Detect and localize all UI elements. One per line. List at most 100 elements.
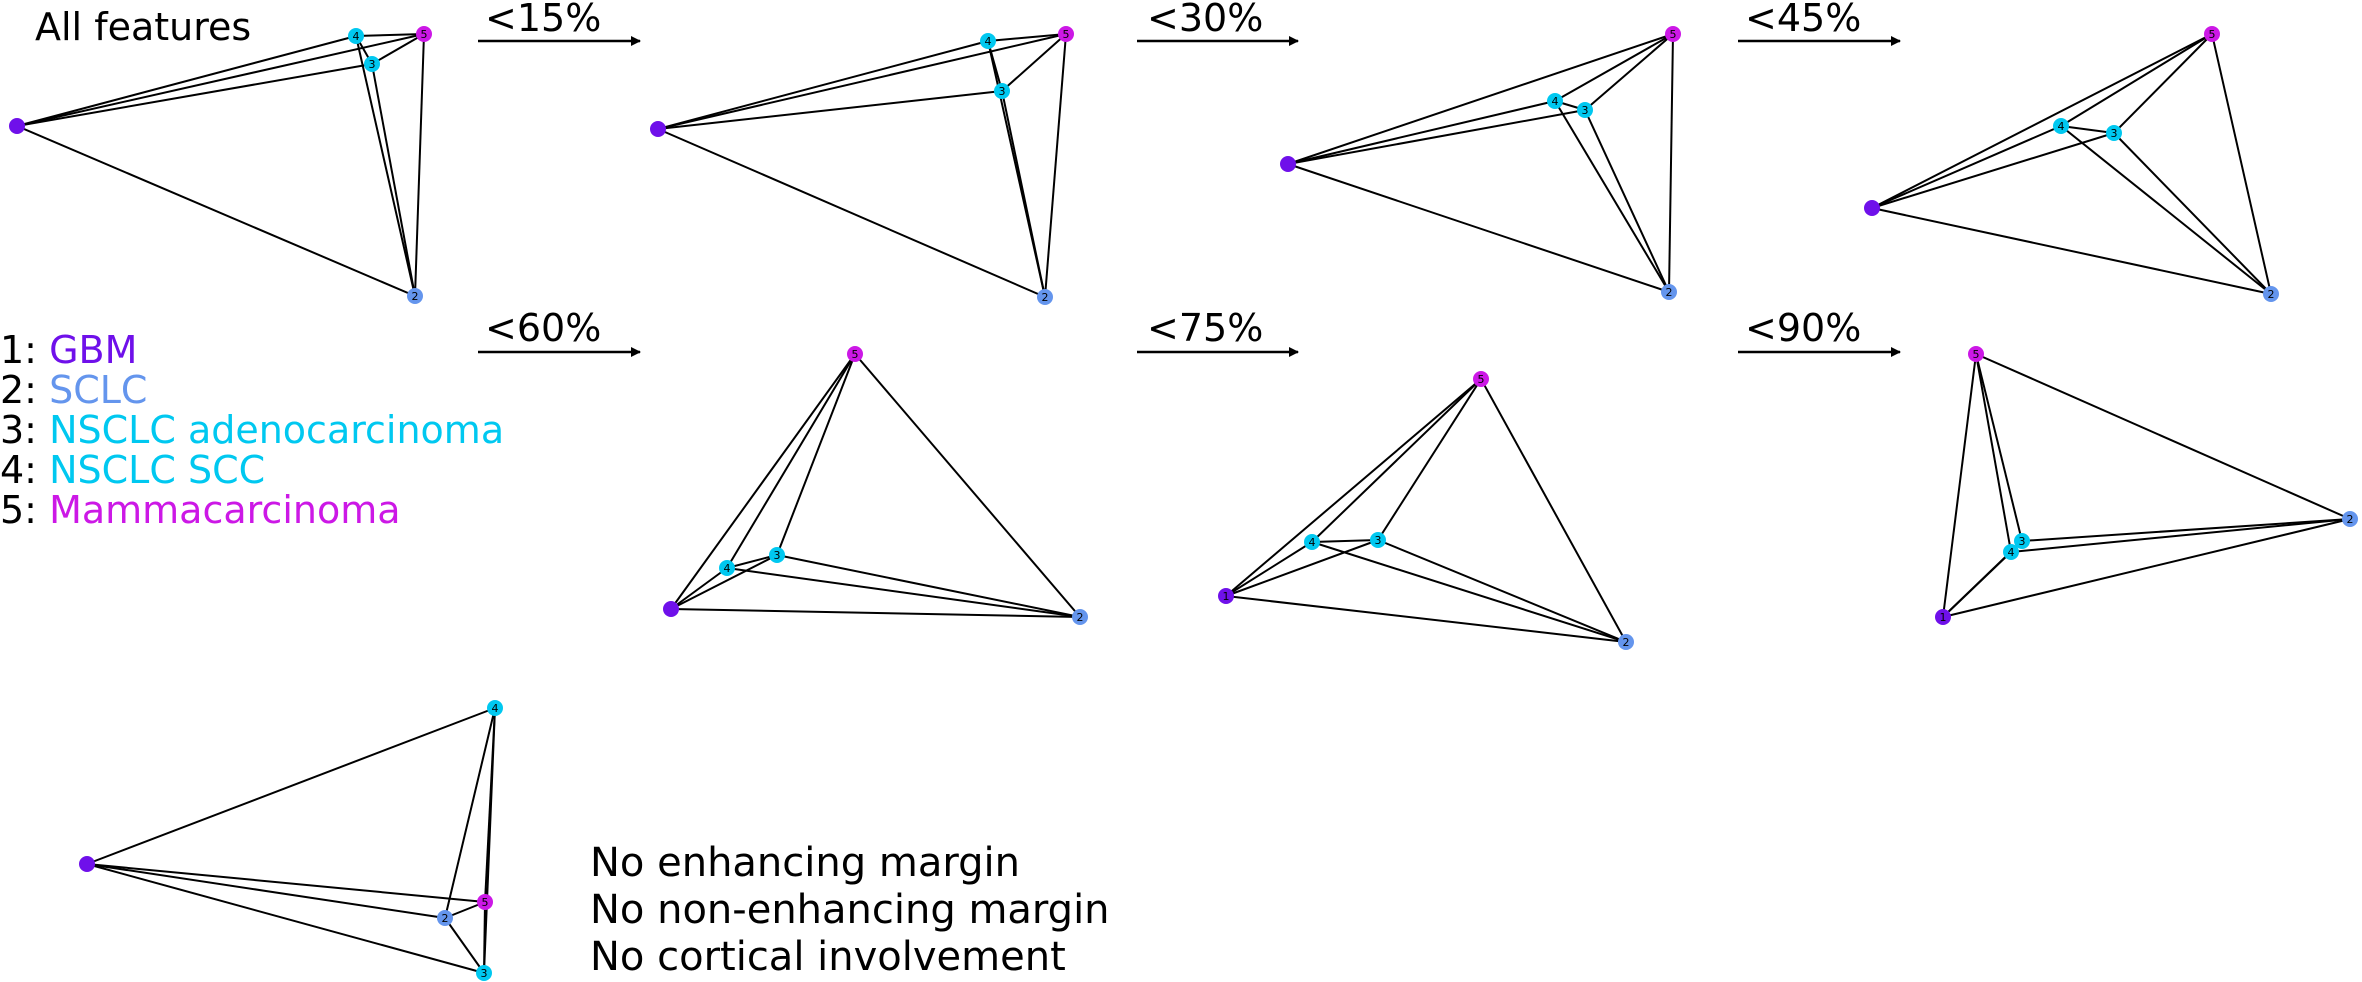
node-circle xyxy=(1072,609,1088,625)
node-nsclc-adenocarcinoma: 3 xyxy=(769,547,785,563)
node-circle xyxy=(1218,588,1234,604)
edge-1-3 xyxy=(657,90,1003,130)
network-panel-6: <75% 1 2 3 4 5 xyxy=(1137,306,1634,650)
legend-number: 5: xyxy=(0,488,37,532)
edge-2-5 xyxy=(1668,33,1674,293)
node-label: 4 xyxy=(1552,95,1559,108)
edge-1-5 xyxy=(1225,378,1482,597)
node-circle xyxy=(9,118,25,134)
edge-1-2 xyxy=(16,125,416,297)
node-circle xyxy=(2263,286,2279,302)
edge-1-5 xyxy=(657,33,1067,130)
node-gbm xyxy=(650,121,666,137)
node-mammacarcinoma: 5 xyxy=(1473,371,1489,387)
node-gbm xyxy=(9,118,25,134)
edge-2-3 xyxy=(371,63,416,297)
node-gbm xyxy=(1864,200,1880,216)
edge-3-4 xyxy=(1311,539,1379,543)
node-sclc: 2 xyxy=(2342,511,2358,527)
edge-1-3 xyxy=(16,63,373,127)
node-circle xyxy=(437,910,453,926)
node-circle xyxy=(650,121,666,137)
edge-3-4 xyxy=(2060,125,2115,134)
edge-1-2 xyxy=(1287,163,1670,293)
node-circle xyxy=(1547,93,1563,109)
legend-entry-3: 3: NSCLC adenocarcinoma xyxy=(0,410,504,450)
note-no-non-enhancing-margin: No non-enhancing margin xyxy=(590,887,1110,933)
edge-1-2 xyxy=(657,128,1046,298)
node-circle xyxy=(1037,289,1053,305)
legend-entry-5: 5: Mammacarcinoma xyxy=(0,490,504,530)
node-sclc: 2 xyxy=(407,288,423,304)
node-label: 1 xyxy=(1940,611,1947,624)
node-label: 5 xyxy=(1670,28,1677,41)
node-nsclc-adenocarcinoma: 3 xyxy=(476,965,492,981)
node-circle xyxy=(1304,534,1320,550)
node-circle xyxy=(1665,26,1681,42)
notes: No enhancing margin No non-enhancing mar… xyxy=(590,840,1110,981)
node-label: 2 xyxy=(442,912,449,925)
node-nsclc-adenocarcinoma: 3 xyxy=(2106,125,2122,141)
panel-label: All features xyxy=(35,5,251,49)
node-nsclc-adenocarcinoma: 3 xyxy=(2014,533,2030,549)
node-label: 3 xyxy=(2019,535,2026,548)
legend-label-sclc: SCLC xyxy=(49,368,148,412)
edge-2-5 xyxy=(1044,33,1067,298)
node-mammacarcinoma: 5 xyxy=(477,894,493,910)
node-label: 4 xyxy=(1309,536,1316,549)
edge-1-5 xyxy=(1287,33,1674,165)
node-circle xyxy=(2003,544,2019,560)
edge-2-5 xyxy=(854,353,1081,618)
edge-3-4 xyxy=(726,554,778,569)
node-label: 2 xyxy=(412,290,419,303)
edge-2-4 xyxy=(444,707,496,919)
edge-2-4 xyxy=(726,567,1081,618)
edge-1-5 xyxy=(1871,33,2213,209)
node-circle xyxy=(1661,284,1677,300)
node-label: 1 xyxy=(1223,590,1230,603)
panel-label: <45% xyxy=(1745,0,1861,40)
node-circle xyxy=(1618,634,1634,650)
node-circle xyxy=(2053,118,2069,134)
node-circle xyxy=(2106,125,2122,141)
legend-number: 2: xyxy=(0,368,37,412)
edge-1-4 xyxy=(657,40,989,130)
edge-2-5 xyxy=(1480,378,1627,643)
legend-number: 4: xyxy=(0,448,37,492)
node-label: 2 xyxy=(1623,636,1630,649)
edge-4-5 xyxy=(987,33,1067,42)
node-label: 3 xyxy=(1375,534,1382,547)
panel-label: <75% xyxy=(1147,306,1263,350)
node-circle xyxy=(1370,532,1386,548)
node-label: 2 xyxy=(2268,288,2275,301)
node-circle xyxy=(663,601,679,617)
node-label: 2 xyxy=(1666,286,1673,299)
node-circle xyxy=(719,560,735,576)
panel-label: <60% xyxy=(485,306,601,350)
edge-4-5 xyxy=(484,707,496,903)
edge-1-5 xyxy=(670,353,856,610)
edge-2-3 xyxy=(1377,539,1627,643)
node-sclc: 2 xyxy=(1072,609,1088,625)
node-nsclc-scc: 4 xyxy=(348,28,364,44)
node-nsclc-adenocarcinoma: 3 xyxy=(364,56,380,72)
legend-label-nsclc-adenocarcinoma: NSCLC adenocarcinoma xyxy=(49,408,505,452)
node-label: 5 xyxy=(2209,28,2216,41)
node-mammacarcinoma: 5 xyxy=(847,346,863,362)
node-nsclc-scc: 4 xyxy=(1304,534,1320,550)
node-label: 3 xyxy=(2111,127,2118,140)
edge-3-5 xyxy=(1584,33,1674,111)
node-sclc: 2 xyxy=(437,910,453,926)
edge-3-5 xyxy=(2113,33,2213,134)
node-sclc: 2 xyxy=(1037,289,1053,305)
legend-entry-1: 1: GBM xyxy=(0,330,504,370)
network-panel-4: <45% 2 3 4 5 xyxy=(1738,0,2279,302)
edge-3-5 xyxy=(1975,353,2023,542)
node-label: 4 xyxy=(2058,120,2065,133)
node-label: 5 xyxy=(1063,28,1070,41)
edge-3-5 xyxy=(1001,33,1067,92)
node-label: 4 xyxy=(492,702,499,715)
edge-3-5 xyxy=(1377,378,1482,541)
